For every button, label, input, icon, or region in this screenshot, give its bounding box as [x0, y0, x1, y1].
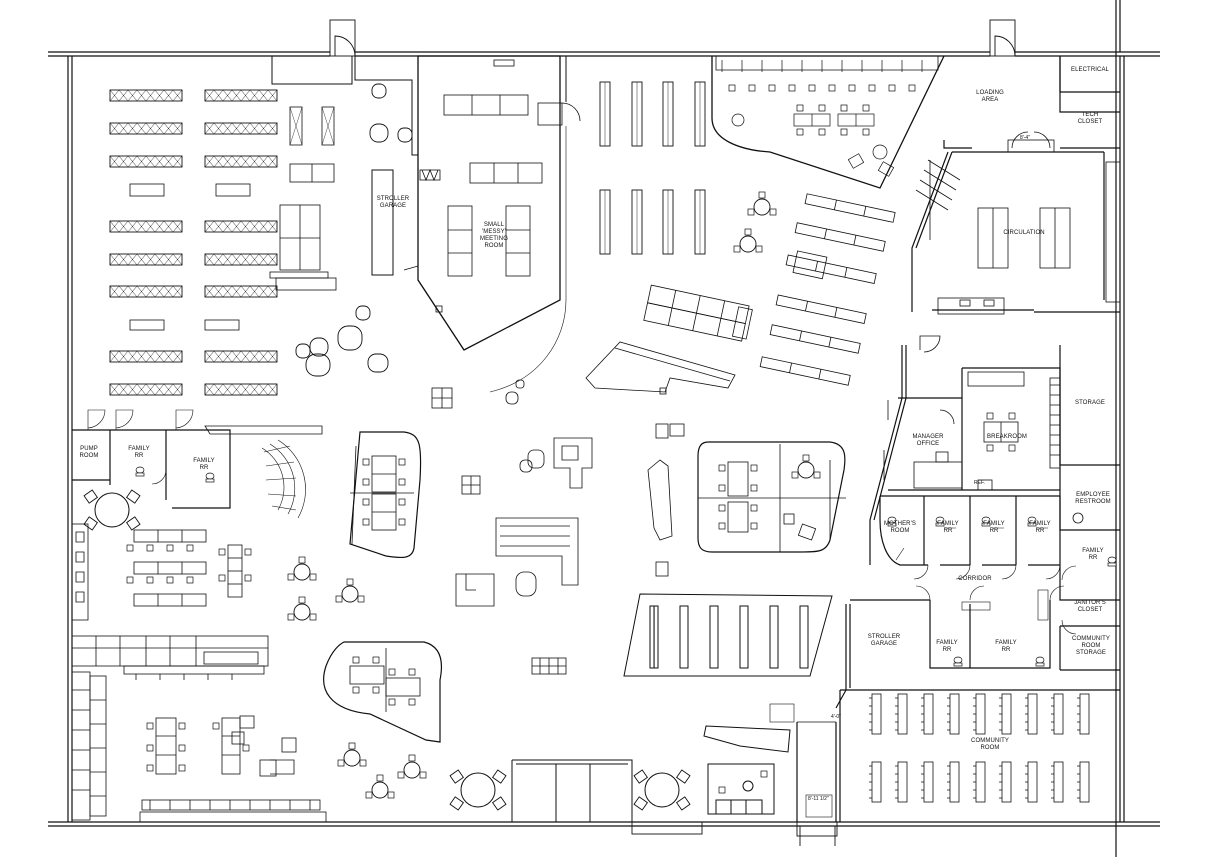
picture-book-bins — [623, 593, 833, 677]
dimension-4ft-0in: 4'-0" — [831, 714, 841, 720]
room-label-community-room-storage: COMMUNITY ROOM STORAGE — [1072, 636, 1110, 656]
room-label-manager-office: MANAGER OFFICE — [912, 434, 944, 447]
ref-tag: REF. — [974, 480, 985, 486]
bottom-round-tables — [449, 769, 691, 811]
interior-walls-left — [271, 56, 419, 276]
left-wall-benches — [71, 523, 327, 823]
round-table-pump — [83, 489, 141, 531]
meeting-room-tables — [419, 59, 581, 313]
messy-meeting-room — [403, 55, 561, 351]
room-label-family-rr-1: FAMILY RR — [937, 521, 959, 534]
diagonal-stacks — [759, 193, 896, 386]
room-label-loading-area: LOADING AREA — [976, 90, 1004, 103]
room-label-janitors-closet: JANITOR'S CLOSET — [1074, 600, 1106, 613]
restroom-doors — [895, 527, 1077, 635]
restroom-row — [835, 496, 1120, 709]
workroom-chairs — [728, 84, 916, 136]
community-room-walls — [769, 689, 1120, 822]
center-stacks — [599, 81, 706, 255]
left-lower-tables — [133, 529, 297, 777]
room-label-corridor: CORRIDOR — [958, 576, 992, 582]
staff-room-furniture — [883, 335, 1084, 524]
room-label-family-rr-4: FAMILY RR — [1082, 548, 1104, 561]
room-label-small-messy-meeting-room: SMALL 'MESSY' MEETING ROOM — [479, 222, 509, 249]
room-label-employee-restroom: EMPLOYEE RESTROOM — [1075, 492, 1111, 505]
room-label-family-rr-west-2: FAMILY RR — [193, 458, 215, 471]
lounge-seating — [295, 83, 413, 377]
room-label-breakroom: BREAKROOM — [987, 434, 1027, 440]
round-tables-center — [734, 192, 776, 252]
room-label-family-rr-3: FAMILY RR — [1029, 521, 1051, 534]
room-label-mothers-room: MOTHER'S ROOM — [884, 521, 916, 534]
center-small-furniture — [431, 379, 685, 675]
room-label-community-room: COMMUNITY ROOM — [971, 738, 1009, 751]
room-label-stroller-garage-top: STROLLER GARAGE — [376, 196, 410, 209]
dimension-8ft-11in: 8'-11 1/2" — [808, 796, 829, 802]
room-label-family-rr-6: FAMILY RR — [995, 640, 1017, 653]
room-label-family-rr-5: FAMILY RR — [936, 640, 958, 653]
left-round-tables — [288, 557, 426, 798]
room-label-pump-room: PUMP ROOM — [79, 446, 99, 459]
story-amphitheater — [261, 439, 306, 519]
room-label-family-rr-2: FAMILY RR — [983, 521, 1005, 534]
entry-doors — [329, 19, 1016, 846]
rounded-room-furniture — [349, 444, 846, 712]
room-label-circulation: CIRCULATION — [1003, 230, 1045, 236]
center-wall — [489, 56, 567, 393]
workroom-top-right — [711, 55, 945, 189]
vertical-shelves-left — [289, 106, 335, 183]
bottom-center — [511, 725, 791, 822]
workroom-desks — [721, 60, 923, 177]
circulation-desk — [915, 131, 1121, 315]
stack-tables — [129, 183, 251, 331]
rounded-rooms — [323, 431, 846, 743]
room-label-stroller-garage-bottom: STROLLER GARAGE — [867, 634, 901, 647]
bottom-chairs — [718, 770, 768, 794]
room-label-tech-closet: TECH CLOSET — [1077, 112, 1103, 125]
dimension-8ft-4in: 8'-4" — [1020, 135, 1030, 141]
rounded-room-chairs — [352, 455, 820, 706]
curved-bench — [585, 341, 736, 395]
computer-pods-center — [643, 284, 753, 342]
room-label-storage: STORAGE — [1075, 400, 1105, 406]
stack-shelving — [109, 89, 278, 396]
room-label-electrical: ELECTRICAL — [1070, 67, 1109, 73]
pump-room-area — [72, 409, 323, 509]
computer-station — [269, 204, 337, 291]
room-label-family-rr-west-1: FAMILY RR — [128, 446, 150, 459]
